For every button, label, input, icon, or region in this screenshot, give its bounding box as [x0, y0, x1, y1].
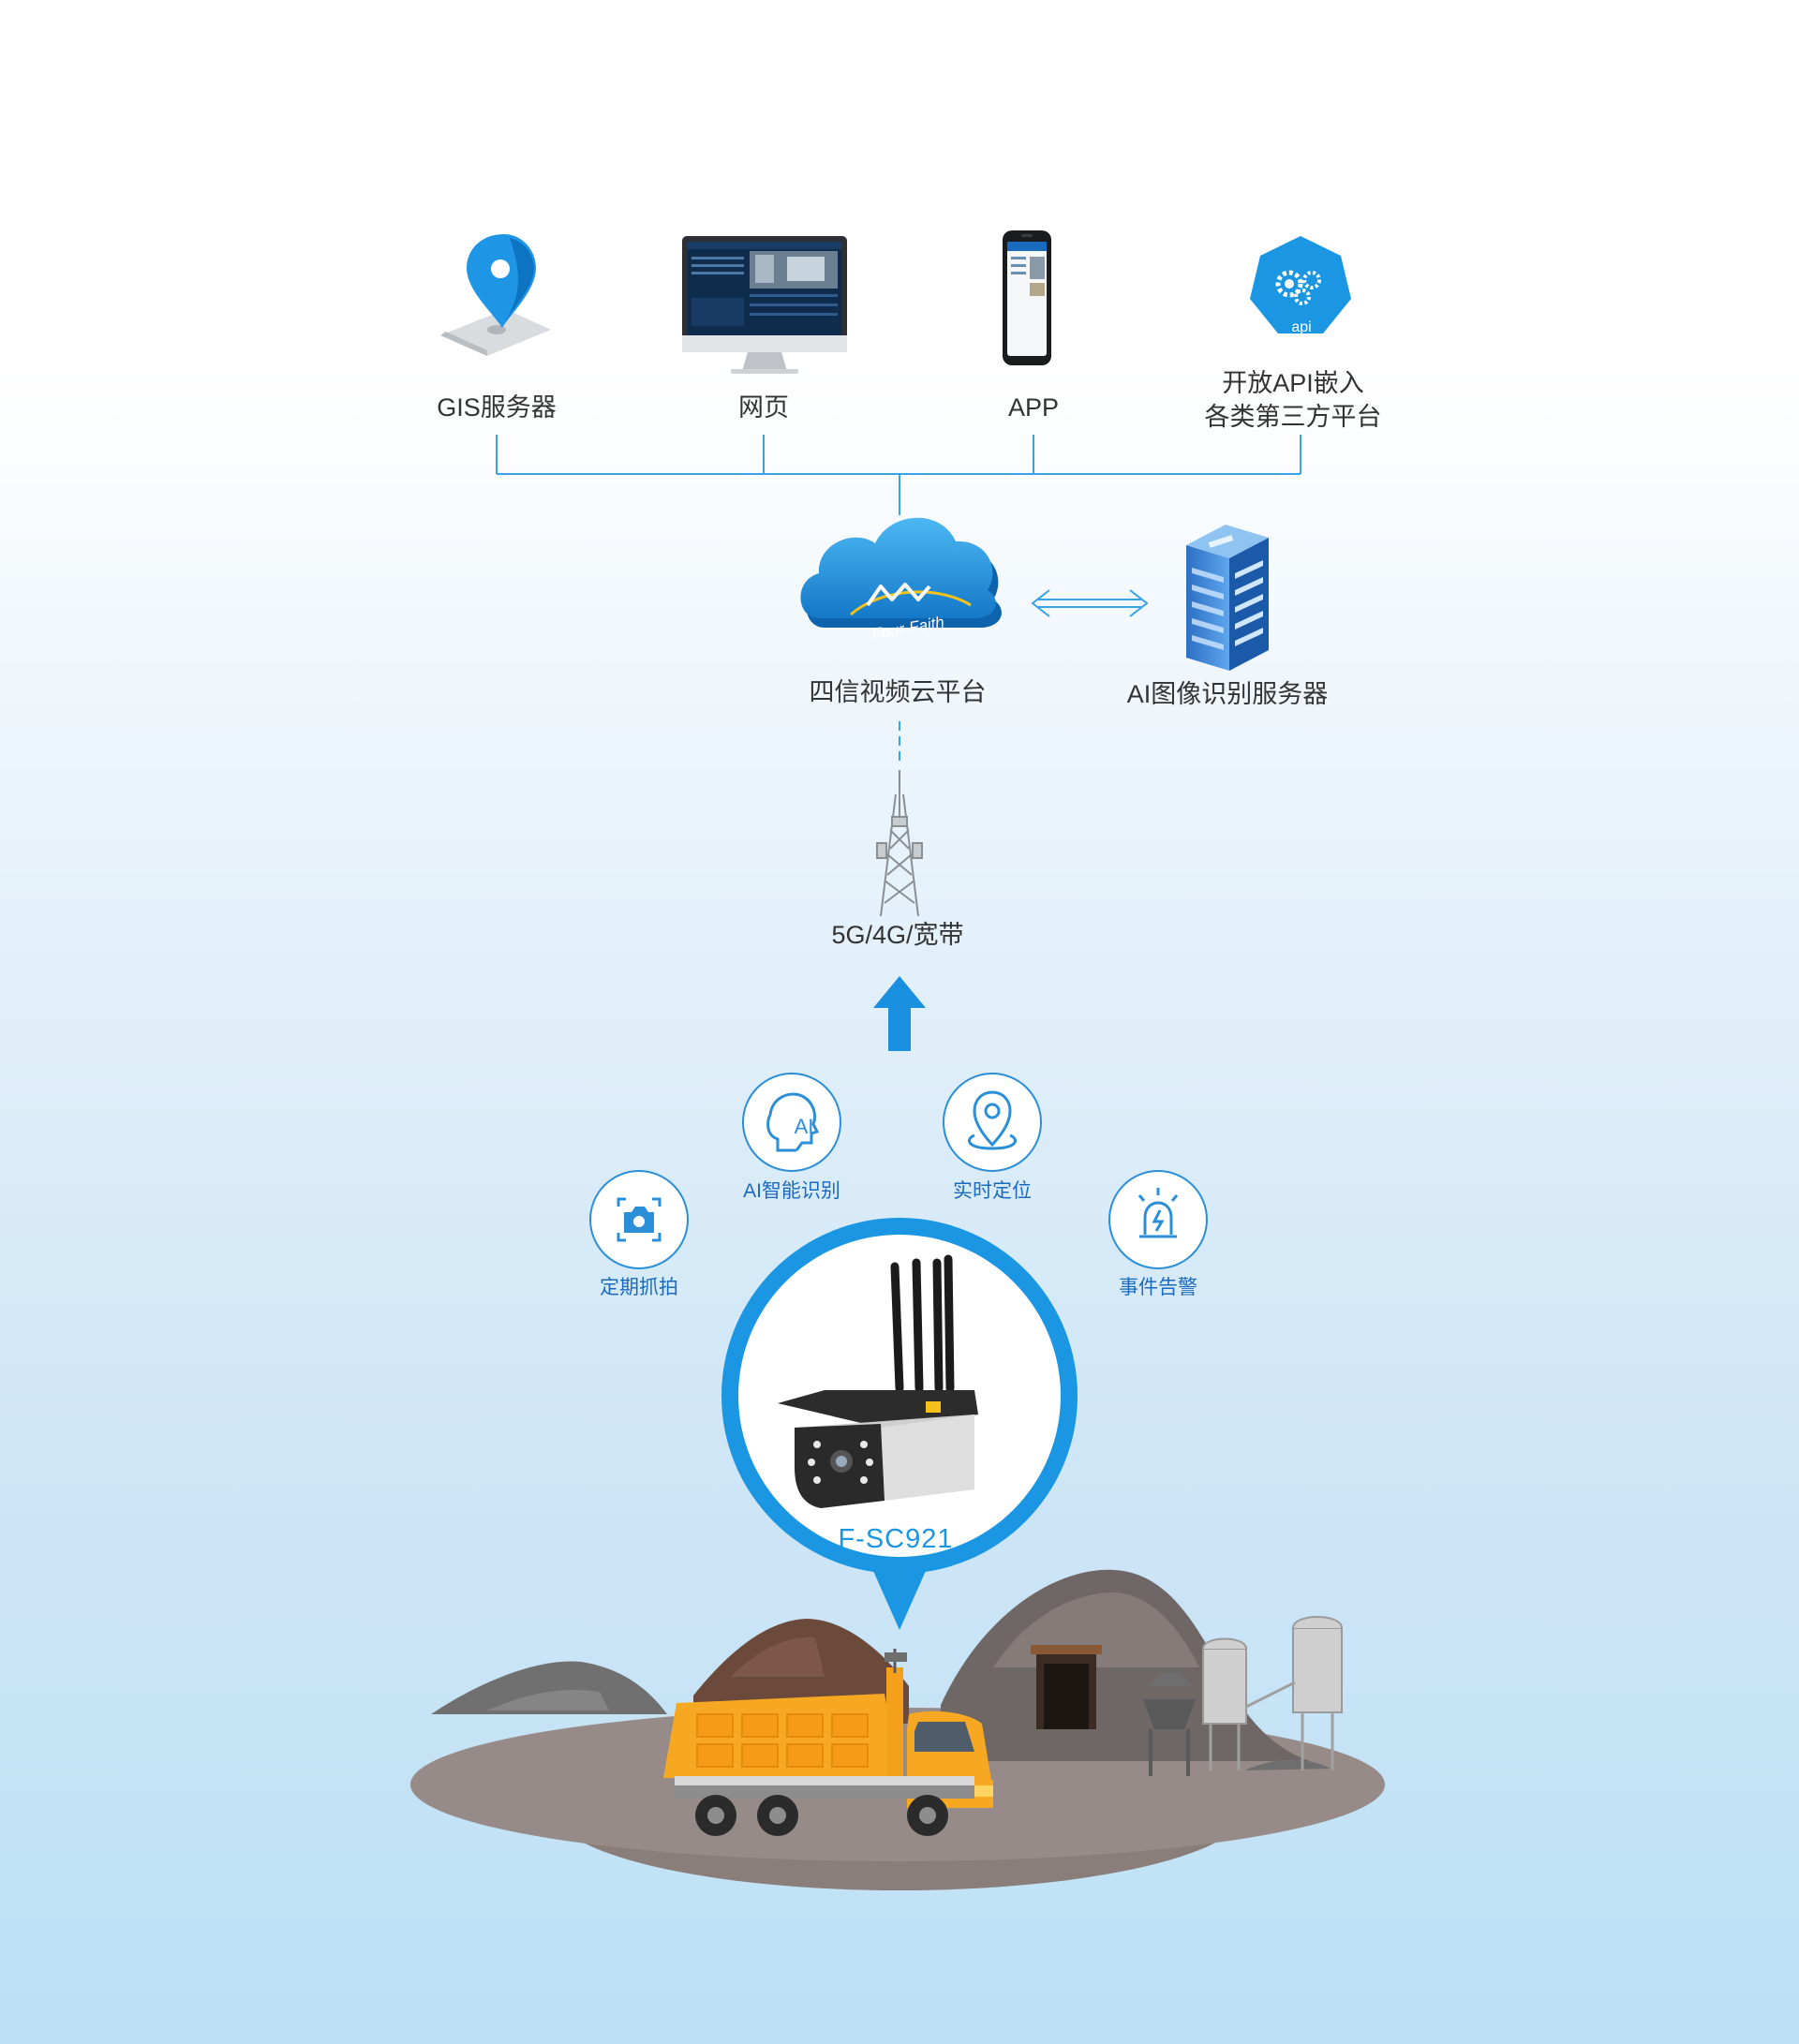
ai-server-label: AI图像识别服务器: [1127, 680, 1329, 708]
api-gear-icon: api: [1250, 236, 1351, 335]
api-badge-text: api: [1291, 319, 1311, 335]
alarm-icon: [1137, 1188, 1179, 1238]
up-arrow-icon: [873, 976, 926, 1051]
feature-label-capture: 定期抓拍: [600, 1277, 678, 1298]
camera-device-icon: [778, 1254, 978, 1508]
monitor-icon: [682, 236, 847, 374]
client-label-app: APP: [1008, 393, 1059, 422]
feature-location: [943, 1073, 1042, 1172]
network-label: 5G/4G/宽带: [831, 921, 963, 949]
device-callout: [721, 1218, 1078, 1630]
feature-label-ai: AI智能识别: [743, 1180, 840, 1202]
double-arrow-icon: [1031, 589, 1149, 617]
silo: [1202, 1616, 1343, 1725]
ai-badge-text: AI: [795, 1115, 814, 1138]
feature-alarm: [1108, 1170, 1208, 1269]
server-icon: [1186, 525, 1269, 671]
map-pin-icon: [440, 234, 551, 356]
feature-label-alarm: 事件告警: [1119, 1277, 1197, 1298]
client-label-api-line1: 开放API嵌入: [1222, 369, 1364, 397]
device-model: F-SC921: [838, 1524, 953, 1554]
connector-lines: [496, 435, 1301, 766]
location-icon: [967, 1090, 1018, 1150]
mining-scene: [410, 1569, 1385, 1890]
feature-ai: AI: [742, 1073, 841, 1172]
client-label-gis: GIS服务器: [437, 393, 557, 422]
tower-icon: [876, 770, 923, 917]
dump-truck: [663, 1649, 993, 1836]
cloud-icon: Four-Faith: [800, 517, 1002, 644]
cloud-label: 四信视频云平台: [810, 678, 987, 706]
feature-label-location: 实时定位: [953, 1180, 1032, 1202]
ai-head-icon: [766, 1092, 820, 1152]
client-label-web: 网页: [738, 393, 789, 422]
feature-capture: [589, 1170, 689, 1269]
hopper: [1143, 1672, 1196, 1776]
camera-icon: [617, 1197, 662, 1242]
phone-icon: [1003, 230, 1051, 365]
client-label-api-line2: 各类第三方平台: [1205, 403, 1382, 431]
